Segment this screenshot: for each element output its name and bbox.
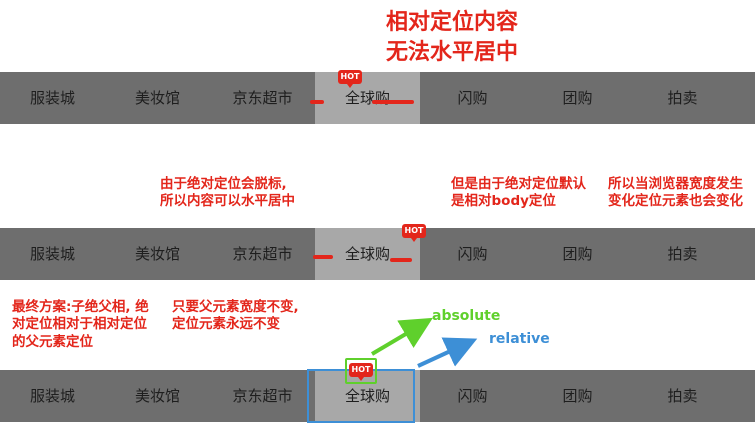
underline-right-1 [372, 100, 414, 104]
nav-item-shangou[interactable]: 闪购 [457, 387, 488, 405]
nav-item-meizhuangguan[interactable]: 美妆馆 [134, 245, 180, 263]
nav-item-meizhuangguan[interactable]: 美妆馆 [134, 387, 180, 405]
note-width-change: 所以当浏览器宽度发生 变化定位元素也会变化 [608, 176, 743, 210]
absolute-child-box [345, 358, 377, 384]
nav-item-paimai[interactable]: 拍卖 [667, 89, 698, 107]
note-absolute-centered: 由于绝对定位会脱标, 所以内容可以水平居中 [160, 176, 295, 210]
note-final-solution: 最终方案:子绝父相, 绝 对定位相对于相对定位 的父元素定位 [12, 299, 149, 350]
nav-item-fuzhuangcheng[interactable]: 服装城 [29, 387, 75, 405]
nav-item-shangou[interactable]: 闪购 [457, 89, 488, 107]
nav-item-fuzhuangcheng[interactable]: 服装城 [29, 245, 75, 263]
nav-item-jingdong-chaoshi[interactable]: 京东超市 [232, 89, 293, 107]
note-relative-to-body: 但是由于绝对定位默认 是相对body定位 [451, 176, 586, 210]
arrow-absolute [370, 317, 433, 356]
label-relative: relative [489, 331, 550, 347]
nav-item-quanqiugou[interactable]: 全球购 [315, 72, 420, 124]
nav-item-meizhuangguan[interactable]: 美妆馆 [134, 89, 180, 107]
label-absolute: absolute [432, 308, 501, 324]
title-note: 相对定位内容 无法水平居中 [386, 10, 519, 65]
nav-item-quanqiugou[interactable]: 全球购 [315, 370, 420, 422]
nav-item-jingdong-chaoshi[interactable]: 京东超市 [232, 387, 293, 405]
arrow-relative [417, 337, 478, 368]
nav-item-tuangou[interactable]: 团购 [562, 387, 593, 405]
nav-bar-final: 服装城 美妆馆 京东超市 全球购 闪购 团购 拍卖 [0, 370, 755, 422]
nav-bar-absolute: 服装城 美妆馆 京东超市 全球购 闪购 团购 拍卖 [0, 228, 755, 280]
underline-left-1 [310, 100, 324, 104]
nav-item-fuzhuangcheng[interactable]: 服装城 [29, 89, 75, 107]
underline-left-2 [313, 255, 333, 259]
hot-badge-1: HOT [338, 70, 362, 88]
hot-badge-3: HOT [349, 363, 373, 381]
note-parent-width-fixed: 只要父元素宽度不变, 定位元素永远不变 [172, 299, 299, 333]
underline-right-2 [390, 258, 412, 262]
nav-item-tuangou[interactable]: 团购 [562, 89, 593, 107]
nav-item-paimai[interactable]: 拍卖 [667, 387, 698, 405]
nav-item-tuangou[interactable]: 团购 [562, 245, 593, 263]
nav-bar-relative: 服装城 美妆馆 京东超市 全球购 闪购 团购 拍卖 [0, 72, 755, 124]
nav-item-paimai[interactable]: 拍卖 [667, 245, 698, 263]
hot-badge-2: HOT [402, 224, 426, 242]
nav-item-shangou[interactable]: 闪购 [457, 245, 488, 263]
nav-item-jingdong-chaoshi[interactable]: 京东超市 [232, 245, 293, 263]
